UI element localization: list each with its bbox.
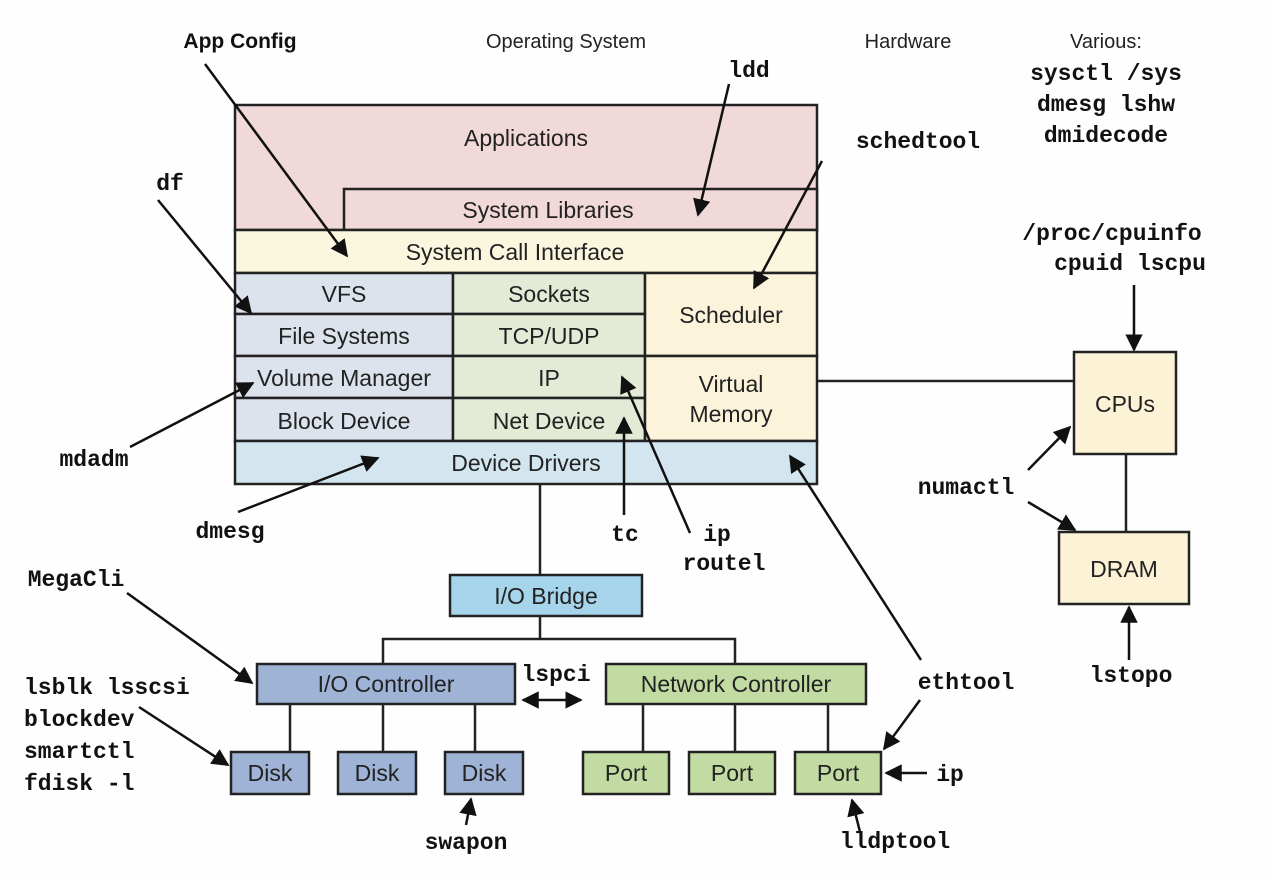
tool-tc: tc [611, 522, 639, 548]
arrow-numactl-cpus [1027, 425, 1072, 471]
tool-disk-line2: blockdev [24, 707, 135, 733]
arrow-app-config [203, 63, 349, 258]
virtual-memory-layer [643, 354, 819, 443]
port-box [793, 750, 883, 796]
cpus-box [1072, 350, 1178, 456]
header-various: Various: [1070, 31, 1142, 53]
arrow-ethtool-drivers [788, 454, 923, 661]
port-box [687, 750, 777, 796]
arrow-schedtool [752, 160, 824, 290]
tool-disk-line1: lsblk lsscsi [24, 675, 190, 701]
disk-label: Disk [355, 760, 400, 786]
arrow-megacli [126, 591, 254, 685]
net-device-label: Net Device [493, 408, 605, 434]
ip-label: IP [538, 365, 560, 391]
arrow-ethtool-port [882, 699, 922, 751]
block-device-label: Block Device [278, 408, 411, 434]
ports: Port Port Port [581, 750, 883, 796]
disk-box [443, 750, 525, 796]
port-label: Port [605, 760, 648, 786]
tool-routel: routel [683, 551, 766, 577]
tool-megacli: MegaCli [28, 567, 125, 593]
disk-label: Disk [462, 760, 507, 786]
tool-df: df [156, 171, 184, 197]
port-label: Port [711, 760, 754, 786]
tool-ldd: ldd [728, 58, 769, 84]
file-systems-label: File Systems [278, 323, 410, 349]
header-hardware: Hardware [865, 31, 952, 53]
tool-schedtool: schedtool [856, 129, 980, 155]
dram-label: DRAM [1090, 556, 1158, 582]
tool-numactl: numactl [918, 475, 1015, 501]
tool-dmesg: dmesg [195, 519, 264, 545]
network-controller-label: Network Controller [641, 671, 832, 697]
io-bridge-box [448, 573, 644, 618]
system-libraries-label: System Libraries [462, 197, 633, 223]
volume-manager-label: Volume Manager [257, 365, 431, 391]
tool-lldptool: lldptool [840, 829, 950, 855]
virtual-memory-label-line2: Memory [689, 401, 773, 427]
tool-mdadm: mdadm [59, 447, 128, 473]
sockets-layer [451, 271, 647, 316]
header-operating-system: Operating System [486, 31, 646, 53]
tool-disk-line4: fdisk -l [24, 771, 134, 797]
applications-label: Applications [464, 125, 588, 151]
sockets-label: Sockets [508, 281, 590, 307]
virtual-memory-label-line1: Virtual [699, 371, 764, 397]
tcp-udp-label: TCP/UDP [499, 323, 600, 349]
tool-ethtool: ethtool [918, 670, 1015, 696]
tool-disk-line3: smartctl [24, 739, 134, 765]
tool-lspci: lspci [521, 662, 590, 688]
ip-layer [451, 354, 647, 400]
arrow-ldd [693, 83, 731, 217]
arrow-disk-tools [138, 705, 230, 767]
arrow-lldptool [847, 798, 865, 833]
arrow-ip-routel [620, 375, 692, 534]
arrow-df [157, 199, 253, 315]
scheduler-label: Scheduler [679, 302, 783, 328]
device-drivers-label: Device Drivers [451, 450, 601, 476]
tool-port-ip: ip [936, 762, 964, 788]
disk-box [229, 750, 311, 796]
tool-ip: ip [703, 522, 731, 548]
tool-swapon: swapon [425, 830, 508, 856]
tool-cpuinfo-line2: cpuid lscpu [1054, 251, 1206, 277]
arrows [126, 63, 1143, 833]
tool-various-line1: sysctl /sys [1030, 61, 1182, 87]
io-bridge-label: I/O Bridge [494, 583, 598, 609]
arrow-swapon [459, 797, 477, 826]
tool-app-config: App Config [183, 30, 296, 53]
system-call-interface-label: System Call Interface [406, 239, 625, 265]
tool-cpuinfo-line1: /proc/cpuinfo [1022, 221, 1201, 247]
network-controller-box [604, 662, 868, 706]
volume-manager-layer [233, 354, 455, 400]
arrow-numactl-dram [1027, 500, 1077, 532]
io-controller-label: I/O Controller [318, 671, 455, 697]
system-libraries-layer [342, 187, 819, 232]
io-controller-box [255, 662, 517, 706]
disks: Disk Disk Disk [229, 750, 525, 796]
tool-various-line3: dmidecode [1044, 123, 1168, 149]
tool-various-line2: dmesg lshw [1037, 92, 1175, 118]
scheduler-layer [643, 271, 819, 358]
port-box [581, 750, 671, 796]
disk-label: Disk [248, 760, 293, 786]
arrow-mdadm [129, 381, 255, 449]
os-stack: Applications System Libraries System Cal… [233, 103, 819, 486]
arrow-dmesg [237, 455, 380, 514]
bridge-bus-line [381, 637, 737, 664]
cpus-label: CPUs [1095, 391, 1155, 417]
disk-box [336, 750, 418, 796]
dram-box [1057, 530, 1191, 606]
vfs-label: VFS [322, 281, 367, 307]
tool-lstopo: lstopo [1090, 663, 1173, 689]
port-label: Port [817, 760, 860, 786]
